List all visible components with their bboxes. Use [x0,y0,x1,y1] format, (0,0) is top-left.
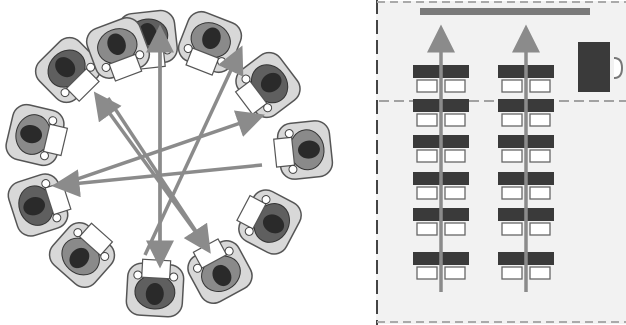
hand [135,50,145,60]
student-seat [34,36,102,104]
chair [501,79,523,93]
chair [444,149,466,163]
hand [133,270,143,280]
discussion-arrow [106,97,211,254]
chair [529,113,551,127]
student-seat [5,103,69,167]
hand [162,45,172,55]
student-seat [125,258,185,318]
person-head [145,282,164,305]
hand [241,74,251,84]
hand [193,263,203,273]
person-head [202,27,221,50]
chair [529,186,551,200]
chair [416,222,438,236]
chair [416,149,438,163]
hand [100,251,110,261]
person-head [262,214,285,234]
chair [529,79,551,93]
student-seat [187,238,253,304]
teacher-chair [613,57,624,79]
chair [444,266,466,280]
discussion-arrow [59,110,265,187]
hand [169,272,179,282]
chair [529,149,551,163]
classroom-seating-panel [376,0,626,325]
hand [39,151,49,161]
student-seat [85,17,151,82]
chair [529,266,551,280]
desk-paper [273,136,296,168]
person-head [69,247,90,269]
hand [48,116,58,126]
person-head [212,264,232,287]
chair [501,113,523,127]
person-head [20,124,43,144]
blackboard [420,8,590,15]
hand [261,195,271,205]
chair [529,222,551,236]
person-head [55,57,76,78]
hand [224,246,234,256]
room-arrows [427,24,540,292]
student-seat [234,51,301,119]
chair [416,79,438,93]
chair [501,149,523,163]
person-head [23,197,46,216]
hand [60,88,70,98]
hand [263,103,273,113]
student-seat [177,10,243,76]
desk-paper [234,80,268,116]
hand [52,213,62,223]
hand [288,164,298,174]
discussion-arrow [51,163,263,198]
hand [73,228,83,238]
chair [416,266,438,280]
desk-paper [42,123,69,157]
student-desk [498,252,554,280]
chair [501,222,523,236]
chair [501,186,523,200]
circle-seating-panel [5,9,334,318]
hand [101,62,111,72]
student-seat [236,189,302,255]
desk-paper [108,53,143,82]
hand [183,43,193,53]
chair [444,113,466,127]
student-seat [48,221,116,289]
hand [41,179,51,189]
person-head [297,140,320,159]
desk-paper [185,47,220,76]
desk-paper [141,258,172,280]
person-head [107,33,126,56]
chair [501,266,523,280]
teacher-desk [578,42,610,92]
chair [416,186,438,200]
desk-paper [236,194,267,230]
chair [416,113,438,127]
desk-paper [78,222,114,257]
person-head [260,72,282,93]
chair [444,186,466,200]
student-seat [7,173,72,237]
student-seat [273,120,334,180]
chair [444,222,466,236]
hand [284,129,294,139]
hand [244,226,254,236]
desk-paper [65,67,100,103]
chair [444,79,466,93]
